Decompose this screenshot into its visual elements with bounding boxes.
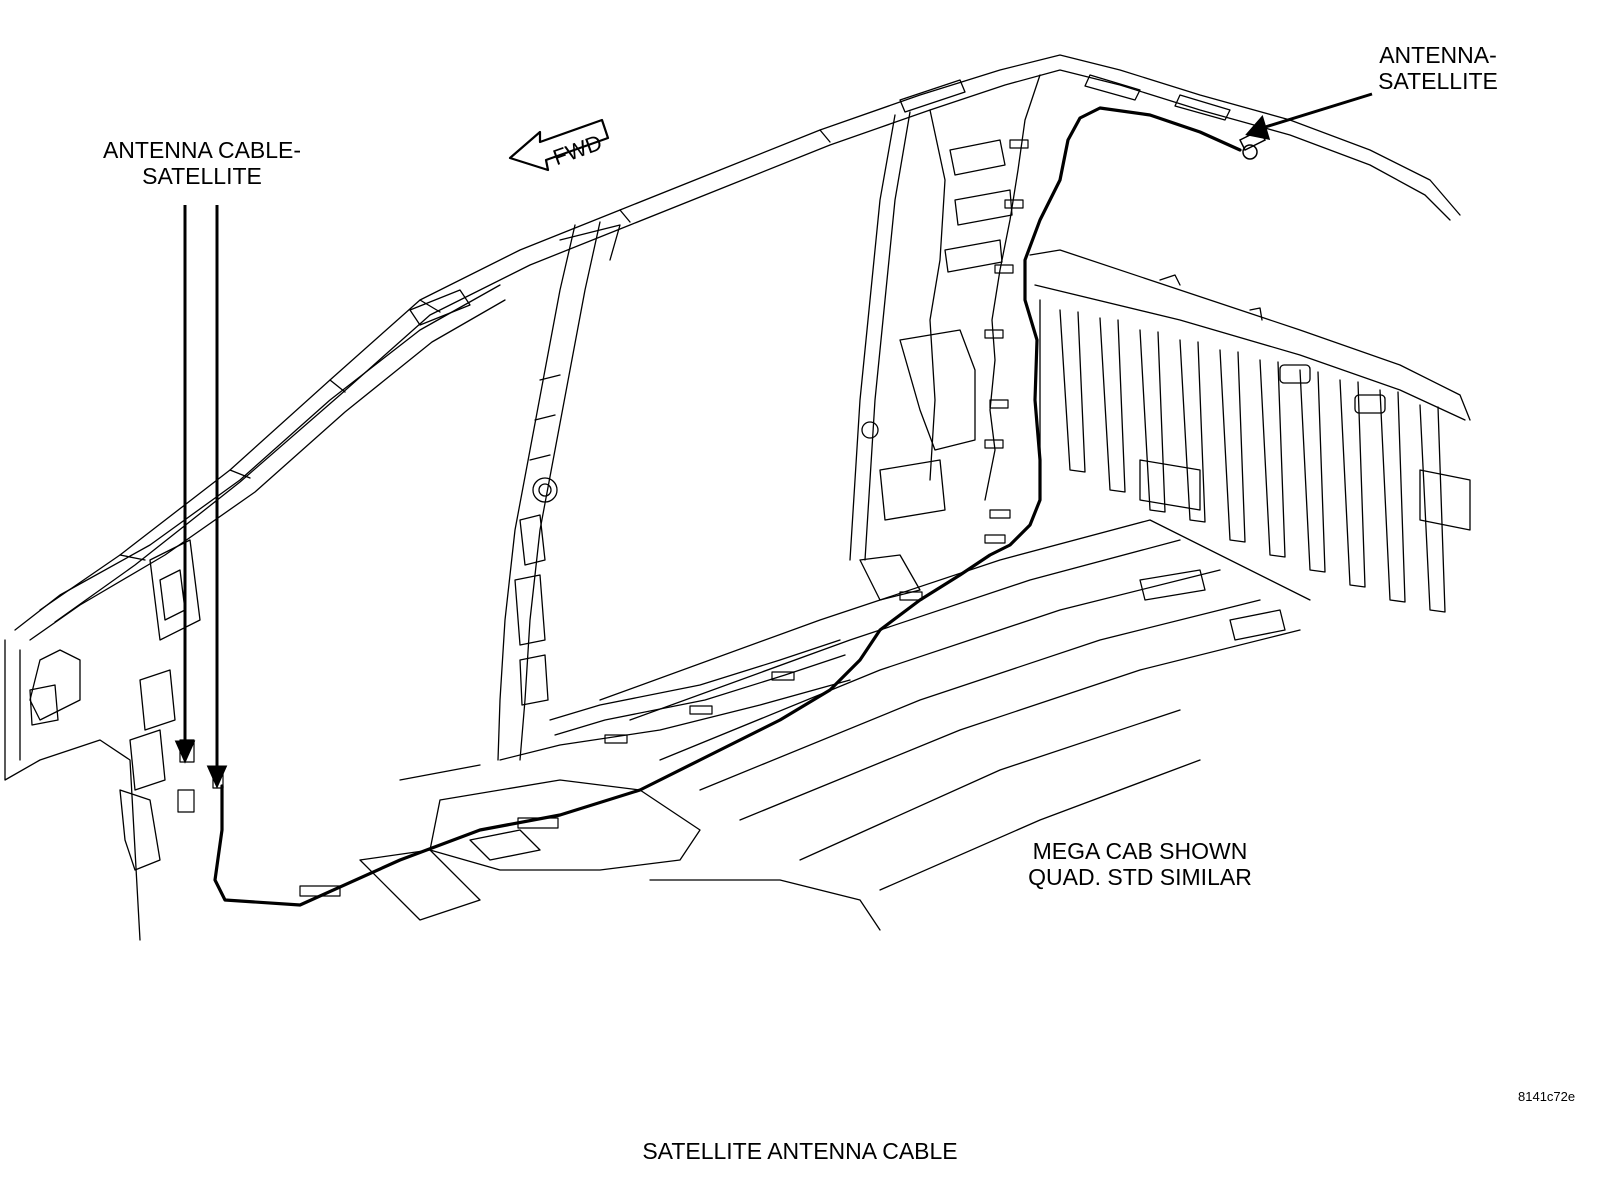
fwd-arrow: FWD [508, 118, 610, 172]
label-line: ANTENNA- [1379, 42, 1497, 68]
secondary-harness [984, 74, 1041, 501]
note-mega-cab: MEGA CAB SHOWN QUAD. STD SIMILAR [1010, 838, 1270, 890]
label-antenna-cable-satellite: ANTENNA CABLE- SATELLITE [72, 137, 332, 189]
label-line: ANTENNA CABLE- [102, 137, 302, 163]
door-sill [399, 639, 851, 781]
note-line: MEGA CAB SHOWN [1032, 838, 1248, 864]
figure-id: 8141c72e [1518, 1089, 1576, 1104]
a-pillar [4, 284, 506, 941]
leader-arrows [174, 92, 1373, 789]
figure-caption: SATELLITE ANTENNA CABLE [642, 1138, 958, 1164]
satellite-antenna-cable [213, 106, 1242, 907]
floor-pan [359, 519, 1311, 931]
note-line: QUAD. STD SIMILAR [1028, 864, 1252, 890]
label-line: SATELLITE [142, 163, 262, 189]
roof-rail [39, 54, 1461, 623]
label-line: SATELLITE [1378, 68, 1498, 94]
cab-rear-wall [1029, 249, 1471, 613]
label-antenna-satellite: ANTENNA- SATELLITE [1358, 42, 1518, 94]
c-pillar [849, 109, 1013, 561]
b-pillar [497, 221, 621, 761]
